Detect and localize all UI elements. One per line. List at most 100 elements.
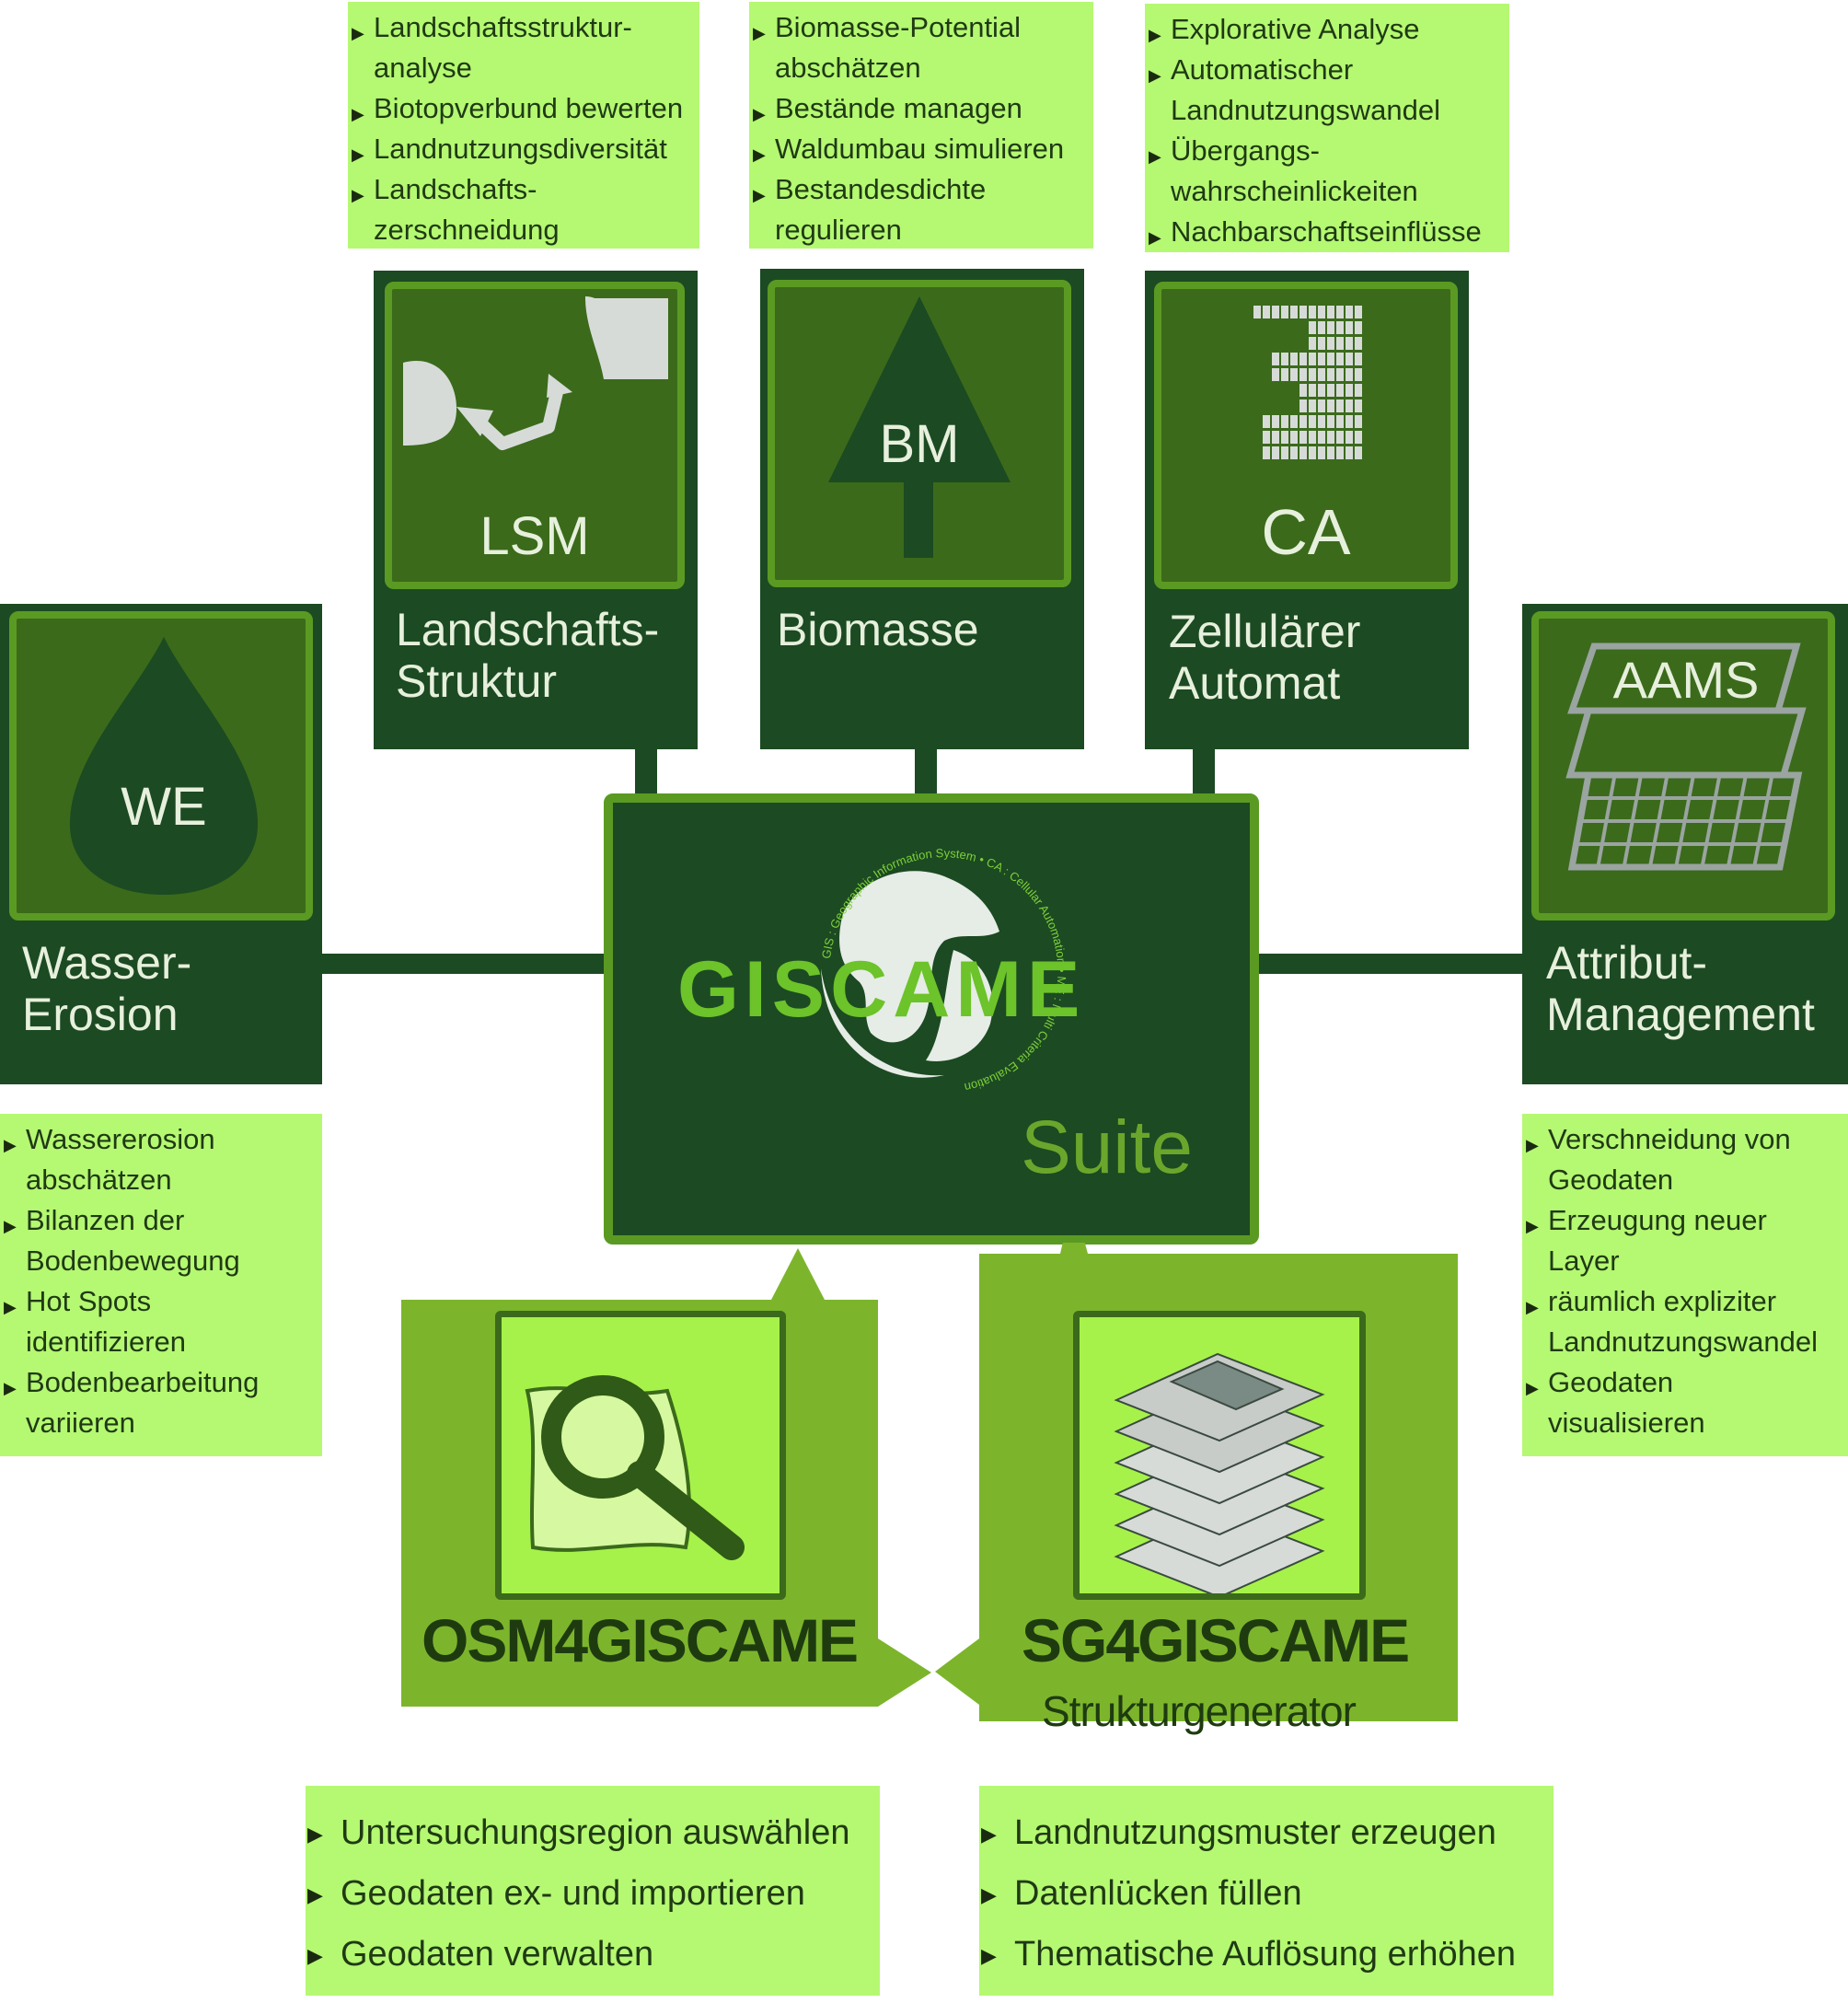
feature-item-cont: identifizieren — [26, 1326, 187, 1358]
feature-item: Verschneidung von — [1526, 1119, 1841, 1165]
grid-cell — [1309, 306, 1316, 318]
grid-cell — [1272, 415, 1279, 428]
grid-cell — [1309, 446, 1316, 459]
we-title-1: Wasser- — [22, 937, 192, 989]
map-layer-detail — [1169, 1360, 1285, 1411]
feature-item: Übergangs- — [1149, 131, 1502, 177]
module-bm: BM Biomasse — [760, 269, 1084, 749]
grid-cell — [1318, 368, 1325, 381]
grid-cell — [1327, 368, 1334, 381]
grid-cell — [1272, 446, 1279, 459]
grid-cell — [1318, 337, 1325, 350]
grid-cell — [1355, 368, 1362, 381]
feature-item-cont: wahrscheinlickeiten — [1171, 175, 1418, 207]
grid-cell — [1281, 306, 1288, 318]
grid-cell — [1281, 415, 1288, 428]
grid-cell — [1327, 446, 1334, 459]
grid-cell — [1327, 337, 1334, 350]
feature-item-cont: Landnutzungswandel — [1548, 1326, 1819, 1358]
we-icon-label: WE — [121, 777, 206, 837]
lsm-feature-list: Landschaftsstruktur- analyse Biotopverbu… — [348, 2, 699, 249]
module-lsm: LSM Landschafts- Struktur — [374, 271, 698, 749]
grid-cell — [1336, 321, 1344, 334]
grid-cell — [1318, 399, 1325, 412]
feature-item-cont: Landnutzungswandel — [1171, 94, 1441, 126]
grid-cell — [1327, 415, 1334, 428]
connector-aams — [1255, 954, 1524, 974]
feature-item-cont: Layer — [1548, 1245, 1620, 1277]
grid-cell — [1299, 368, 1307, 381]
feature-item: Datenlücken füllen — [981, 1863, 1544, 1926]
feature-item: Landschaftsstruktur- — [352, 7, 692, 53]
grid-cell — [1309, 415, 1316, 428]
ca-icon-frame: CA — [1154, 282, 1458, 589]
grid-cell — [1263, 431, 1270, 444]
ca-title-1: Zellulärer — [1169, 606, 1361, 657]
we-title-2: Erosion — [22, 989, 179, 1040]
grid-cell — [1299, 306, 1307, 318]
grid-cell — [1281, 353, 1288, 365]
feature-item: Bodenbearbeitung — [4, 1362, 315, 1408]
grid-cell — [1355, 321, 1362, 334]
feature-item: Automatischer — [1149, 50, 1502, 96]
grid-cell — [1327, 306, 1334, 318]
grid-cell — [1290, 353, 1298, 365]
module-ca: CA Zellulärer Automat — [1145, 271, 1469, 749]
feature-item: Biomasse-Potential — [753, 7, 1086, 53]
sg-title: SG4GISCAME — [1022, 1606, 1410, 1674]
grid-cell — [1318, 431, 1325, 444]
grid-cell — [1346, 337, 1353, 350]
grid-cell — [1346, 415, 1353, 428]
grid-cell — [1355, 337, 1362, 350]
aams-icon-frame: AAMS — [1531, 611, 1835, 920]
osm-title: OSM4GISCAME — [422, 1606, 859, 1674]
grid-cell — [1318, 306, 1325, 318]
grid-cell — [1346, 321, 1353, 334]
grid-cell — [1327, 321, 1334, 334]
feature-item: Landnutzungsmuster erzeugen — [981, 1802, 1544, 1865]
grid-cell — [1309, 384, 1316, 397]
grid-cell — [1327, 384, 1334, 397]
grid-cell — [1281, 431, 1288, 444]
feature-item: Bestände managen — [753, 88, 1086, 134]
magnifier-map-icon — [525, 1375, 745, 1560]
feature-item: räumlich expliziter — [1526, 1281, 1841, 1327]
grid-cell — [1336, 415, 1344, 428]
lsm-icon-label: LSM — [479, 506, 589, 566]
ca-feature-list: Explorative Analyse Automatischer Landnu… — [1145, 4, 1509, 258]
grid-cell — [1346, 306, 1353, 318]
landscape-arrow-icon: LSM — [403, 296, 668, 566]
tree-icon: BM — [828, 296, 1011, 558]
grid-cell — [1327, 399, 1334, 412]
grid-cell — [1346, 431, 1353, 444]
bm-icon-frame: BM — [768, 280, 1071, 587]
grid-cell — [1299, 415, 1307, 428]
feature-item-cont: analyse — [374, 52, 472, 84]
feature-item: Wassererosion — [4, 1119, 315, 1165]
grid-cell — [1309, 431, 1316, 444]
grid-cell — [1336, 399, 1344, 412]
grid-cell — [1272, 431, 1279, 444]
feature-item-cont: Bodenbewegung — [26, 1245, 240, 1277]
aams-feature-list: Verschneidung von Geodaten Erzeugung neu… — [1522, 1114, 1848, 1456]
lsm-title-2: Struktur — [396, 655, 558, 707]
grid-cell — [1346, 368, 1353, 381]
we-feature-list: Wassererosion abschätzen Bilanzen der Bo… — [0, 1114, 322, 1456]
grid-cell — [1318, 415, 1325, 428]
grid-cell — [1355, 446, 1362, 459]
grid-cell — [1318, 384, 1325, 397]
grid-cell — [1299, 431, 1307, 444]
grid-cell — [1336, 306, 1344, 318]
grid-cell — [1299, 384, 1307, 397]
aams-title-2: Management — [1546, 989, 1815, 1040]
feature-item: Biotopverbund bewerten — [352, 88, 692, 134]
grid-cell — [1336, 368, 1344, 381]
grid-cell — [1355, 353, 1362, 365]
grid-cell — [1299, 399, 1307, 412]
lsm-icon-frame: LSM — [385, 282, 685, 589]
grid-cell — [1346, 353, 1353, 365]
bm-title-1: Biomasse — [777, 604, 979, 655]
sg-subtitle: Strukturgenerator — [1042, 1687, 1357, 1735]
grid-cell — [1355, 306, 1362, 318]
grid-cell — [1290, 415, 1298, 428]
